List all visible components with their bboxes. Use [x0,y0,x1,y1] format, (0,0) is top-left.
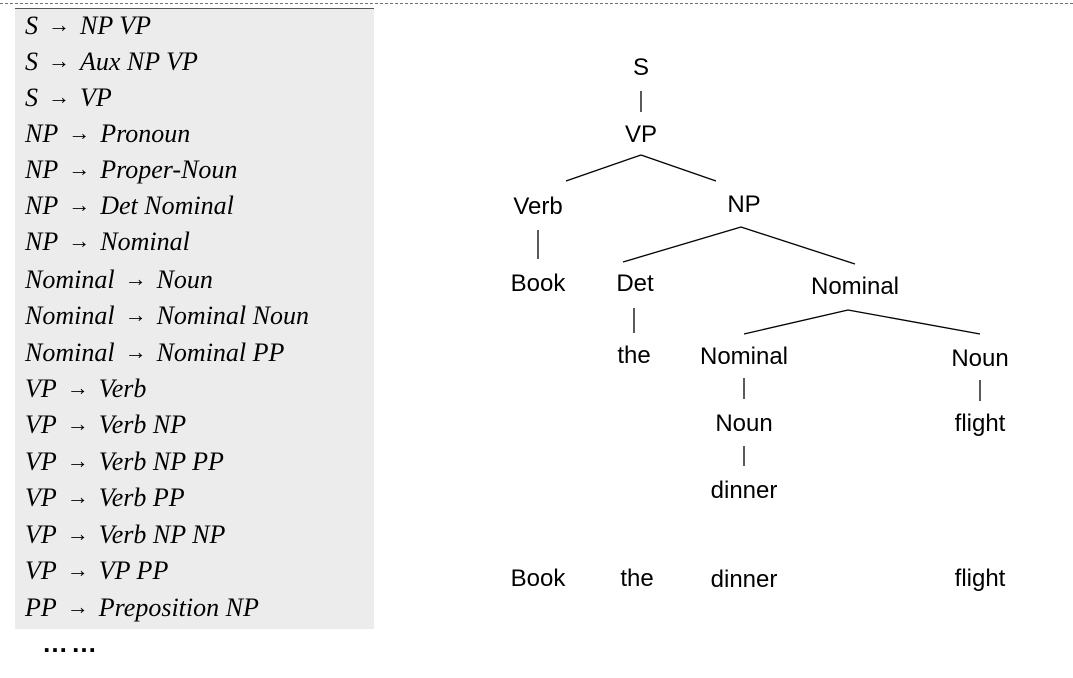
rule-0: S→NP VP [25,11,152,40]
top-dashed-divider [0,3,1073,4]
rule-14: VP→Verb NP NP [25,520,226,549]
rules-ellipsis: …… [42,628,100,658]
rule-12: VP→Verb NP PP [25,447,224,476]
edge-np-nominal [740,226,856,265]
rule-8: Nominal→Nominal Noun [25,301,309,330]
rule-3: NP→Pronoun [25,119,191,148]
sentence-word-3: flight [954,565,1006,592]
node-dinner: dinner [710,477,778,504]
node-nominal-top: Nominal [810,273,900,300]
rule-11: VP→Verb NP [25,410,187,439]
grammar-rules-panel: S→NP VP S→Aux NP VP S→VP NP→Pronoun NP→P… [15,8,374,629]
node-s: S [632,54,650,81]
rule-7: Nominal→Noun [25,265,213,294]
rule-1: S→Aux NP VP [25,47,198,76]
rule-9: Nominal→Nominal PP [25,338,285,367]
rule-4: NP→Proper-Noun [25,155,238,184]
edge-nominal-noun [847,309,981,335]
node-verb: Verb [513,193,563,220]
sentence-word-1: the [620,565,654,592]
node-flight: flight [954,410,1006,437]
node-vp: VP [624,121,658,148]
rule-16: PP→Preposition NP [25,593,259,622]
rule-6: NP→Nominal [25,227,190,256]
node-nominal-inner: Nominal [699,343,789,370]
edge-nominal-nominal [743,309,849,335]
rule-15: VP→VP PP [25,556,169,585]
node-noun-inner: Noun [715,410,773,437]
rule-13: VP→Verb PP [25,483,185,512]
rule-2: S→VP [25,83,112,112]
rule-5: NP→Det Nominal [25,191,234,220]
rule-10: VP→Verb [25,374,147,403]
edge-vp-verb [565,154,642,182]
edge-vp-np [640,154,717,182]
node-np: NP [727,191,761,218]
sentence-word-2: dinner [710,566,778,593]
edge-np-det [622,226,742,263]
node-the: the [617,342,651,369]
node-book: Book [510,270,566,297]
node-det: Det [616,270,654,297]
node-noun-right: Noun [951,345,1009,372]
sentence-word-0: Book [510,565,566,592]
